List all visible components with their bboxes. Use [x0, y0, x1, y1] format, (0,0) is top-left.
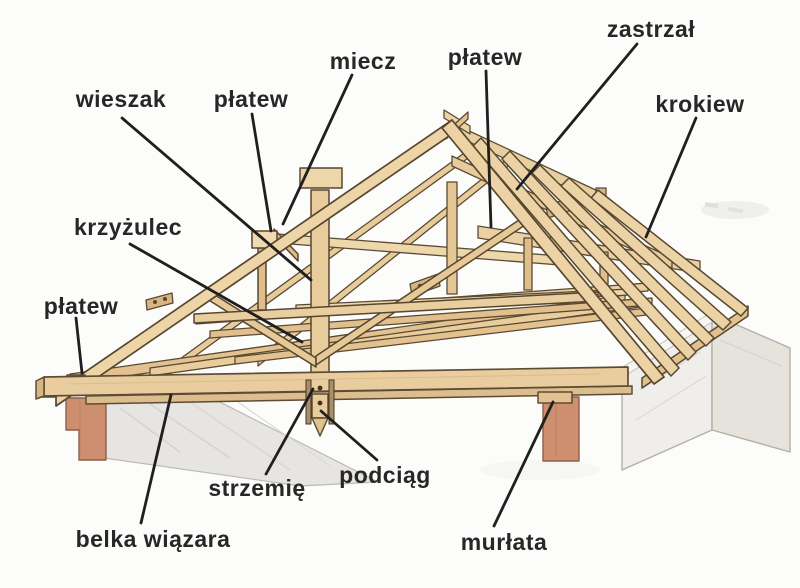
rafter: [590, 189, 749, 317]
sketch-line: [635, 375, 707, 421]
diagram-label-platew-3: płatew: [44, 293, 119, 319]
rafter: [472, 137, 680, 377]
leader-line-platew-2: [484, 69, 493, 229]
murlata-pier-block: [537, 391, 573, 404]
diagram-label-krzyzulec: krzyżulec: [74, 214, 182, 240]
right-wall-side-face: [711, 313, 791, 453]
rafter: [501, 150, 697, 361]
diagram-label-podciag: podciąg: [339, 462, 431, 488]
bolt-dot: [153, 300, 157, 304]
diagram-label-platew-2: płatew: [448, 44, 523, 70]
diagram-label-murlata: murłata: [461, 529, 548, 555]
beam-segment: [480, 460, 600, 480]
leader-line-miecz: [281, 73, 354, 226]
bottom-beams: [35, 366, 633, 437]
diagram-label-wieszak: wieszak: [75, 86, 166, 112]
annotation-layer: wieszak płatew miecz płatew zastrzał krokiew k…: [44, 16, 744, 555]
leader-line-krzyzulec: [128, 242, 304, 344]
leader-line-zastrzal: [515, 42, 639, 191]
beam-segment: [727, 207, 744, 214]
sketch-line: [234, 399, 331, 467]
leader-line-platew-3: [74, 316, 84, 375]
sketch-line: [149, 403, 231, 459]
purlin-post: [523, 237, 533, 291]
right-pier: [542, 396, 580, 462]
tie-beam-end: [35, 376, 45, 400]
ridge-purlin-block: [299, 167, 343, 189]
king-post-tip: [311, 417, 329, 437]
cleat-block: [145, 292, 174, 311]
strap-bolt: [317, 400, 323, 406]
diagram-label-platew-1: płatew: [214, 86, 289, 112]
diagram-label-zastrzal: zastrzał: [607, 16, 695, 42]
diagram-label-strzemie: strzemię: [208, 475, 305, 501]
rafter: [531, 164, 715, 347]
right-roof-plane: [472, 137, 749, 389]
diagram-label-krokiew: krokiew: [655, 91, 744, 117]
sketch-line: [119, 407, 181, 453]
leader-line-murlata: [492, 400, 555, 528]
leader-line-wieszak: [120, 116, 313, 282]
beam-segment: [704, 202, 719, 208]
strap-plate: [328, 379, 335, 425]
front-right-rafter: [441, 119, 665, 385]
strap-bolt: [317, 385, 323, 391]
leader-line-belka-wiazara: [139, 393, 173, 525]
rear-king-post: [446, 181, 458, 295]
leader-line-podciag: [319, 409, 379, 462]
leader-line-krokiew: [644, 116, 698, 239]
sketch-line: [719, 339, 783, 367]
leader-line-strzemie: [264, 387, 315, 476]
diagram-label-belka-wiazara: belka wiązara: [76, 526, 231, 552]
diagram-label-miecz: miecz: [330, 48, 396, 74]
sketch-line: [69, 373, 601, 385]
bolt-dot: [163, 297, 167, 301]
leader-line-platew-1: [250, 112, 273, 233]
rafter: [560, 177, 732, 331]
